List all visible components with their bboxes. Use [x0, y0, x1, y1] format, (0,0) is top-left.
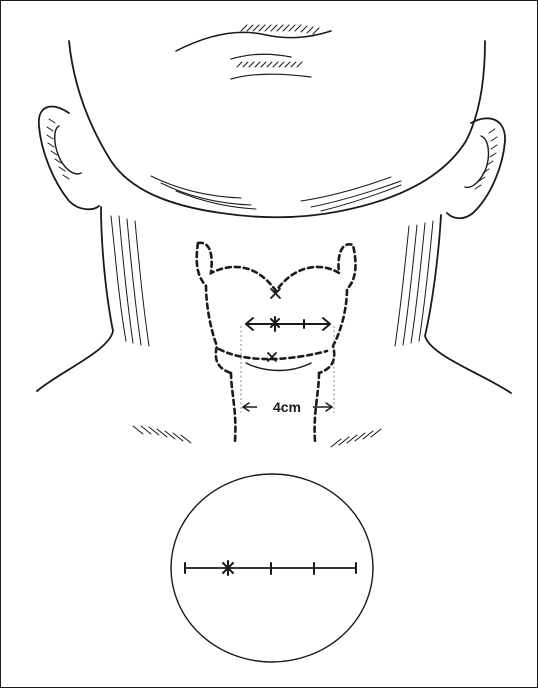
incision-line [246, 317, 330, 331]
measurement-label: 4cm [273, 399, 301, 415]
right-ear [447, 118, 505, 218]
incision-detail-inset [171, 474, 373, 662]
chin-hatching [151, 25, 401, 211]
chin-outline [69, 31, 485, 217]
